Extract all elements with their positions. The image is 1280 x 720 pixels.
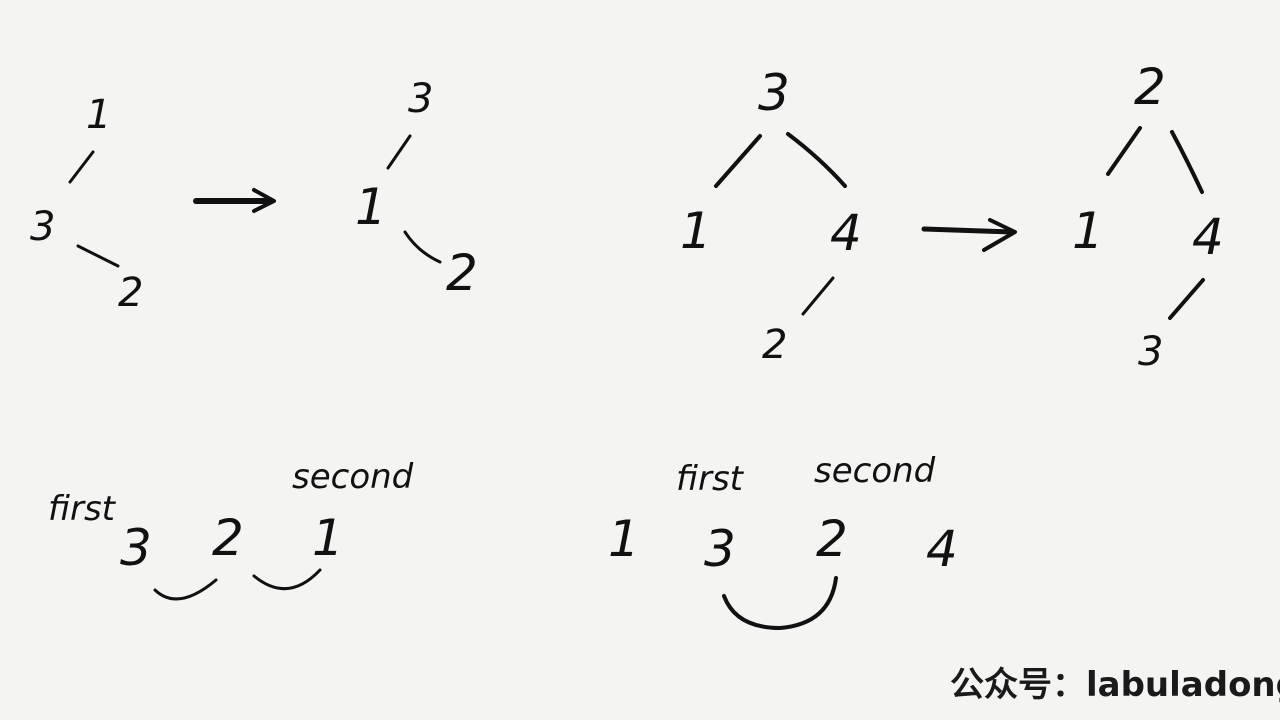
sequence-2-first-label: first (676, 459, 745, 499)
tree2-after-left: 1 (1072, 202, 1104, 260)
sequence-1-first-label: first (48, 489, 117, 529)
tree2-after-right: 4 (1192, 208, 1224, 266)
sequence-1-swap-arc-1 (153, 578, 218, 601)
tree1-before-node-2: 2 (118, 270, 143, 316)
tree2-after: 2 1 4 3 (1072, 58, 1224, 375)
arrow-2-head (982, 218, 1017, 252)
arrow-2-shaft (921, 226, 1015, 235)
arrow-1 (193, 188, 276, 213)
arrow-2 (921, 218, 1017, 252)
sequence-1: first second 3 2 1 (48, 457, 414, 601)
tree2-before-edge-left (714, 134, 762, 188)
tree2-before-root: 3 (758, 64, 790, 122)
sequence-1-value: 3 (120, 519, 152, 577)
sequence-1-second-label: second (292, 457, 414, 497)
arrow-1-head (252, 188, 276, 213)
sequence-2-value: 2 (816, 510, 848, 568)
tree2-before-rl: 2 (762, 322, 787, 368)
tree2-before-edge-rl (801, 276, 835, 316)
tree2-before: 3 1 4 2 (680, 64, 862, 368)
tree1-after-node-1: 1 (355, 178, 387, 236)
tree2-after-root: 2 (1134, 58, 1166, 116)
tree1-after-edge-2 (403, 230, 442, 264)
tree2-after-edge-right (1170, 130, 1204, 194)
tree2-before-left: 1 (680, 202, 712, 260)
tree1-after-node-3: 3 (408, 76, 433, 122)
tree1-after-node-2: 2 (446, 244, 478, 302)
tree1-after-edge-1 (386, 134, 412, 170)
sequence-1-swap-arc-2 (252, 568, 322, 590)
tree1-before-edge-1 (68, 150, 95, 184)
tree1-after: 3 1 2 (355, 76, 478, 302)
tree1-before-edge-2 (76, 244, 120, 268)
sequence-2-swap-arc (722, 576, 838, 630)
sequence-1-value: 1 (312, 509, 344, 567)
sequence-2-second-label: second (814, 451, 936, 491)
tree2-before-edge-right (786, 132, 847, 188)
sequence-2-value: 1 (608, 510, 640, 568)
sequence-2: first second 1 3 2 4 (608, 451, 958, 630)
tree2-after-edge-rl (1168, 278, 1205, 320)
tree1-before: 1 3 2 (30, 92, 143, 316)
tree2-before-right: 4 (830, 204, 862, 262)
watermark-text: 公众号：labuladong (950, 665, 1280, 705)
tree2-after-edge-left (1106, 126, 1142, 176)
tree1-before-node-1: 1 (86, 92, 111, 138)
tree1-before-node-3: 3 (30, 204, 55, 250)
sequence-2-value: 3 (704, 520, 736, 578)
sequence-1-value: 2 (212, 509, 244, 567)
tree2-after-rl: 3 (1138, 329, 1163, 375)
sequence-2-value: 4 (926, 520, 958, 578)
